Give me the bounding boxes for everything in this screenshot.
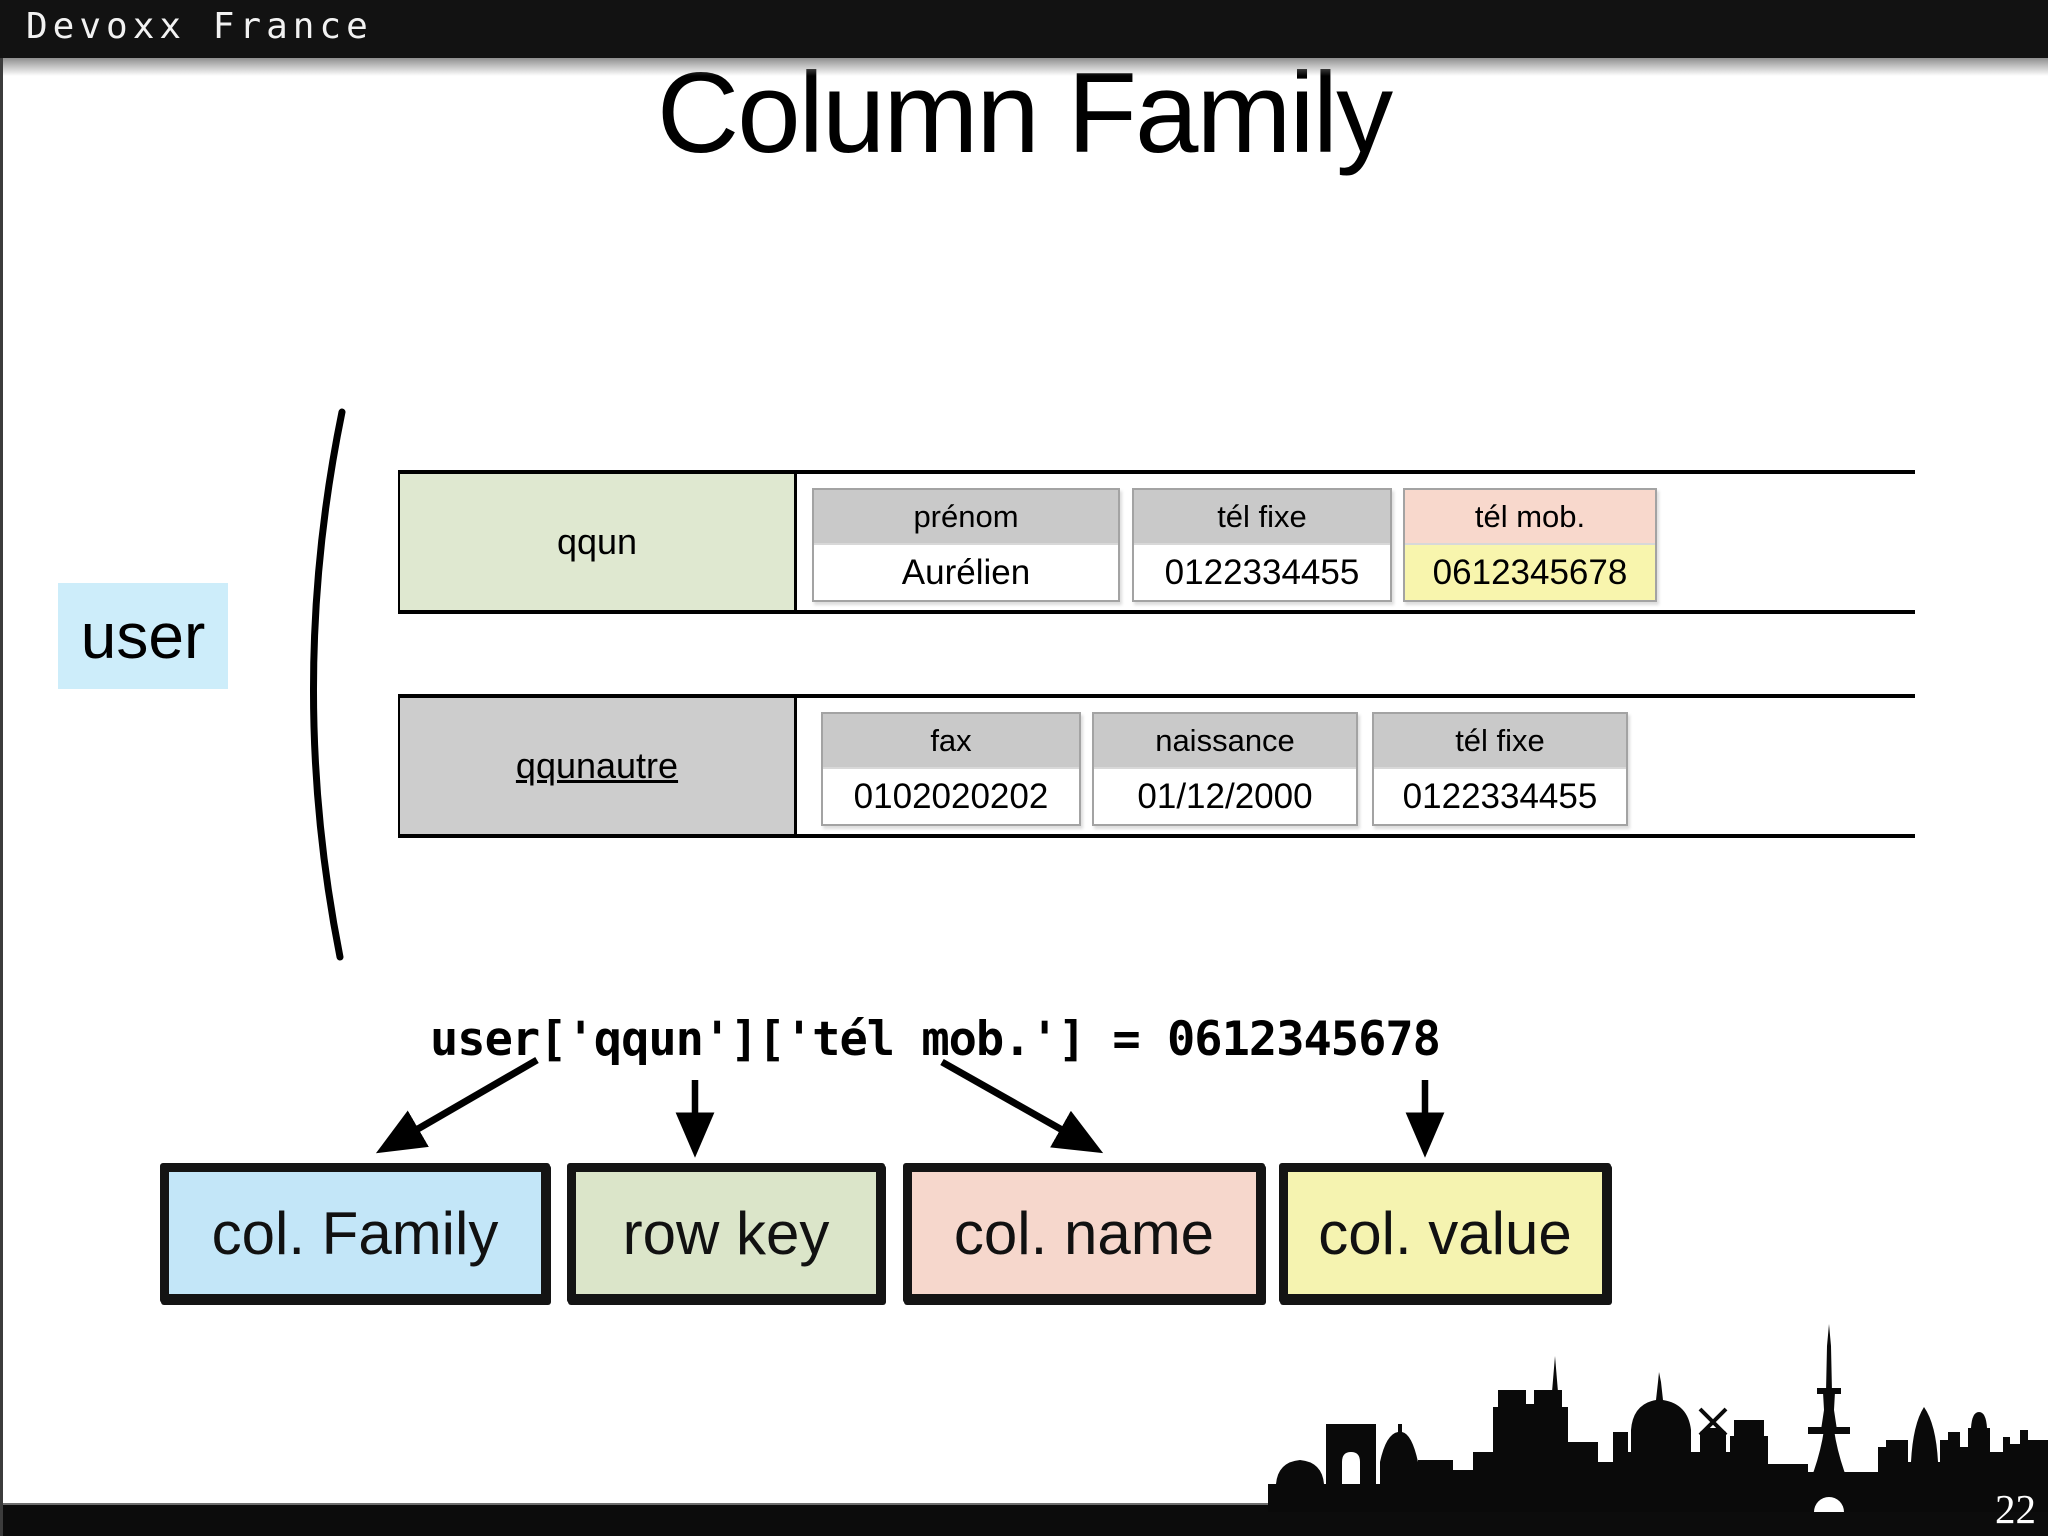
notre-dame-spire <box>1552 1356 1558 1392</box>
arc-de-triomphe-arch <box>1342 1452 1360 1484</box>
column-value: 0102020202 <box>823 769 1079 824</box>
user-row-label: user <box>58 583 228 689</box>
arrow-to-col-name-icon <box>940 1058 1104 1154</box>
column-value: 0612345678 <box>1405 545 1655 600</box>
column-box: naissance 01/12/2000 <box>1092 712 1358 826</box>
column-box: fax 0102020202 <box>821 712 1081 826</box>
column-value: 01/12/2000 <box>1094 769 1356 824</box>
legend-col-name: col. name <box>903 1163 1265 1303</box>
arrow-to-col-family-icon <box>375 1056 539 1154</box>
column-box: tél fixe 0122334455 <box>1372 712 1628 826</box>
column-box: tél fixe 0122334455 <box>1132 488 1392 602</box>
column-name: tél fixe <box>1134 490 1390 545</box>
legend-row-key: row key <box>567 1163 885 1303</box>
column-family-row-qqun: qqun prénom Aurélien tél fixe 0122334455… <box>398 470 1915 614</box>
column-value: Aurélien <box>814 545 1118 600</box>
family-cell-qqunautre: qqunautre <box>398 698 797 834</box>
paris-skyline-illustration <box>1268 1324 2048 1512</box>
top-bar: Devoxx France <box>0 0 2048 58</box>
column-family-row-qqunautre: qqunautre fax 0102020202 naissance 01/12… <box>398 694 1915 838</box>
column-name: prénom <box>814 490 1118 545</box>
family-cell-qqun: qqun <box>398 474 797 610</box>
column-value: 0122334455 <box>1374 769 1626 824</box>
row-brace <box>310 408 346 961</box>
column-name: fax <box>823 714 1079 769</box>
slide-left-edge <box>0 58 3 1536</box>
eiffel-tower <box>1796 1324 1862 1512</box>
column-name: tél fixe <box>1374 714 1626 769</box>
access-code-line: user['qqun']['tél mob.'] = 0612345678 <box>430 1012 1441 1067</box>
legend-col-family: col. Family <box>160 1163 550 1303</box>
devoxx-france-logo: Devoxx France <box>26 6 373 47</box>
column-name: tél mob. <box>1405 490 1655 545</box>
top-bar-shadow <box>0 58 2048 76</box>
column-box-highlighted: tél mob. 0612345678 <box>1403 488 1657 602</box>
column-value: 0122334455 <box>1134 545 1390 600</box>
moulin-blades <box>1698 1407 1728 1437</box>
legend-col-value: col. value <box>1279 1163 1611 1303</box>
column-box: prénom Aurélien <box>812 488 1120 602</box>
page-number: 22 <box>1995 1486 2036 1532</box>
column-name: naissance <box>1094 714 1356 769</box>
eiffel-arch <box>1814 1497 1844 1512</box>
